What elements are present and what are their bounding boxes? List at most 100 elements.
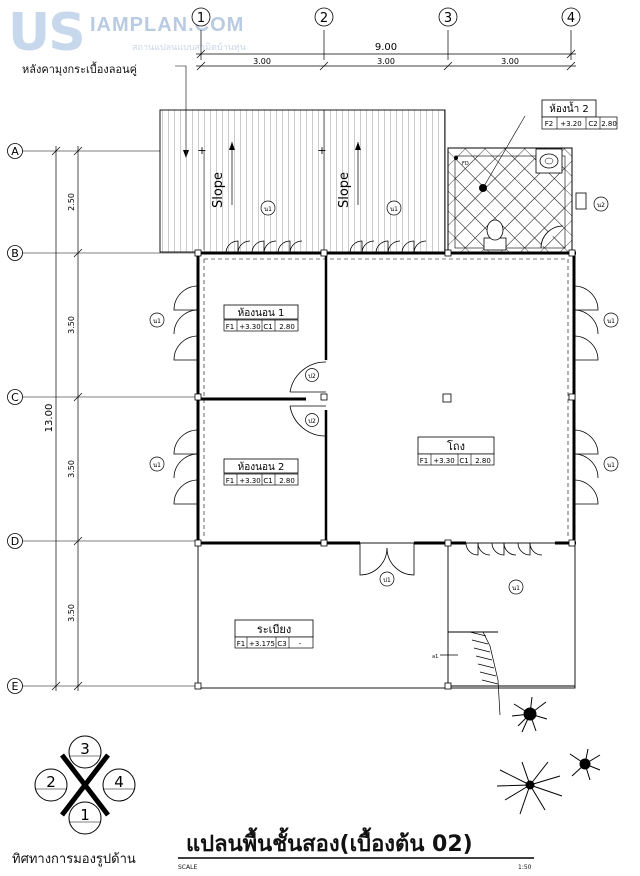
- svg-text:+3.20: +3.20: [560, 120, 581, 128]
- svg-text:2.80: 2.80: [475, 457, 491, 465]
- windows-left: [173, 285, 199, 505]
- svg-text:F1: F1: [420, 457, 428, 465]
- svg-text:น1: น1: [607, 462, 615, 469]
- view-4: 4: [114, 773, 124, 791]
- svg-text:C2: C2: [588, 120, 597, 128]
- svg-text:โถง: โถง: [447, 439, 465, 453]
- svg-text:2.80: 2.80: [279, 477, 295, 485]
- roof-area: Slope Slope + +: [159, 109, 446, 253]
- door-tag-p2-2: ป2: [305, 413, 319, 427]
- window-tag-n2: น2: [593, 196, 609, 212]
- grid-bubble-3: 3: [438, 7, 458, 27]
- grid-bubble-d: D: [7, 533, 23, 549]
- roof-slope-label-1: Slope: [211, 172, 226, 208]
- svg-text:C1: C1: [263, 477, 272, 485]
- stair-tag: ล1: [432, 654, 438, 660]
- dim-col-3: 3.00: [501, 57, 519, 66]
- view-direction-key: 3 2 4 1: [34, 735, 136, 835]
- svg-text:F1: F1: [226, 323, 234, 331]
- svg-text:น1: น1: [607, 318, 615, 325]
- svg-text:น1: น1: [512, 585, 520, 592]
- svg-text:ป2: ป2: [308, 373, 316, 380]
- svg-text:F1: F1: [237, 640, 245, 648]
- column-grid: 1 2 3 4: [191, 7, 581, 60]
- view-2: 2: [46, 773, 56, 791]
- svg-text:+: +: [197, 144, 206, 157]
- row-grid: A B C D E: [7, 143, 196, 694]
- svg-text:A: A: [11, 145, 19, 158]
- window-tag-left-1: น1: [149, 312, 165, 328]
- plan-title: แปลนพื้นชั้นสอง(เบื้องต้น 02): [186, 832, 473, 857]
- svg-text:3: 3: [444, 11, 452, 26]
- logo-mark: US: [8, 3, 86, 63]
- door-tag-p2-1: ป2: [305, 368, 319, 382]
- dim-total-depth: 13.00: [44, 404, 55, 433]
- window-tag-bottom: น1: [508, 579, 524, 595]
- windows-top: [225, 240, 427, 254]
- dim-row-2: 3.50: [67, 316, 76, 334]
- svg-text:ห้องนอน 1: ห้องนอน 1: [238, 307, 285, 319]
- floor-drain-label: FD: [462, 161, 469, 167]
- dim-col-2: 3.00: [377, 57, 395, 66]
- tree-2: [496, 761, 563, 815]
- scale-label: SCALE: [178, 864, 198, 871]
- logo-tagline: สถานแปลนแบบสามิตบ้านทุ่น: [132, 43, 246, 53]
- door-tag-p1: ป1: [379, 571, 395, 587]
- svg-text:ห้องนอน 2: ห้องนอน 2: [238, 461, 285, 473]
- balcony-tag: ระเบียง F1 +3.175 C3 -: [234, 619, 314, 649]
- svg-text:-: -: [299, 640, 302, 648]
- stair: [440, 631, 501, 716]
- svg-text:E: E: [12, 680, 19, 693]
- hall-tag: โถง F1 +3.30 C1 2.80: [417, 436, 495, 466]
- svg-text:+3.30: +3.30: [239, 477, 260, 485]
- balcony-door: [359, 543, 415, 576]
- tree-1: [511, 696, 548, 733]
- roof-note: หลังคามุงกระเบื้องลอนคู่: [22, 63, 137, 76]
- view-3: 3: [80, 740, 90, 758]
- window-tag-top-1: น1: [260, 200, 276, 216]
- svg-text:ระเบียง: ระเบียง: [257, 623, 291, 636]
- window-tag-right-1: น1: [603, 312, 619, 328]
- svg-text:ป2: ป2: [308, 418, 316, 425]
- svg-text:น1: น1: [153, 462, 161, 469]
- window-tag-right-2: น1: [603, 456, 619, 472]
- svg-text:น2: น2: [597, 202, 605, 209]
- grid-bubble-c: C: [7, 389, 23, 405]
- bedroom-doors: [289, 361, 327, 437]
- svg-text:C3: C3: [277, 640, 286, 648]
- svg-text:2.80: 2.80: [279, 323, 295, 331]
- svg-text:น1: น1: [390, 206, 398, 213]
- grid-bubble-e: E: [7, 678, 23, 694]
- dim-col-1: 3.00: [253, 57, 271, 66]
- windows-bottom: [465, 542, 543, 556]
- svg-text:1: 1: [197, 11, 205, 26]
- svg-text:C1: C1: [459, 457, 468, 465]
- svg-text:ป1: ป1: [383, 577, 391, 584]
- svg-text:+3.30: +3.30: [433, 457, 454, 465]
- left-dimensions: [51, 146, 83, 691]
- svg-text:+3.30: +3.30: [239, 323, 260, 331]
- window-tag-top-2: น1: [386, 200, 402, 216]
- grid-bubble-b: B: [7, 245, 23, 261]
- grid-bubble-4: 4: [561, 7, 581, 27]
- roof-slope-label-2: Slope: [337, 172, 352, 208]
- bedroom-2-tag: ห้องนอน 2 F1 +3.30 C1 2.80: [223, 458, 299, 486]
- svg-text:น1: น1: [153, 318, 161, 325]
- grid-bubble-1: 1: [191, 7, 211, 27]
- bathroom-2: FD: [447, 115, 573, 253]
- svg-text:2.80: 2.80: [601, 120, 617, 128]
- svg-text:D: D: [11, 535, 19, 548]
- grid-bubble-a: A: [7, 143, 23, 159]
- svg-text:4: 4: [567, 11, 575, 26]
- svg-text:+3.175: +3.175: [249, 640, 275, 648]
- svg-text:F2: F2: [545, 120, 553, 128]
- view-key-caption: ทิศทางการมองรูปด้าน: [12, 852, 136, 867]
- svg-text:ห้องน้ำ 2: ห้องน้ำ 2: [549, 101, 588, 115]
- window-tag-left-2: น1: [149, 456, 165, 472]
- svg-text:B: B: [11, 247, 19, 260]
- svg-text:น1: น1: [264, 206, 272, 213]
- scale-value: 1:50: [518, 864, 532, 871]
- bathroom-2-tag: ห้องน้ำ 2 F2 +3.20 C2 2.80: [541, 99, 618, 130]
- dim-row-1: 2.50: [67, 193, 76, 211]
- svg-text:+: +: [317, 144, 326, 157]
